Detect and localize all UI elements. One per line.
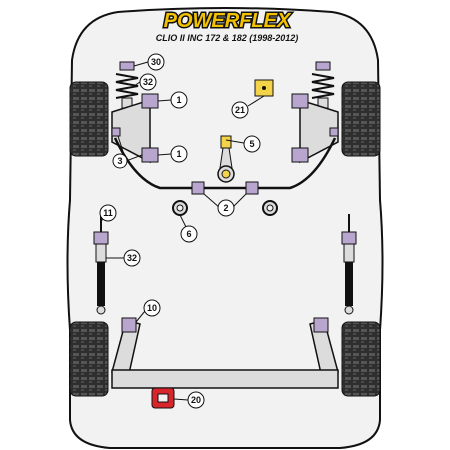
vehicle-title: CLIO II INC 172 & 182 (1998-2012)	[156, 33, 299, 43]
callout-label: 1	[176, 95, 181, 105]
callout-3: 3	[112, 153, 128, 169]
callout-label: 21	[235, 105, 245, 115]
callout-11: 11	[99, 204, 117, 222]
front-left-upper-bush	[141, 93, 159, 109]
callout-6: 6	[180, 225, 198, 243]
wheel-rear-right	[341, 321, 381, 397]
dog-bone-mount	[217, 135, 235, 183]
callout-label: 32	[127, 253, 137, 263]
powerflex-logo: POWERFLEX POWERFLEX	[162, 9, 293, 34]
callout-label: 10	[147, 303, 157, 313]
callout-32-rear: 32	[123, 249, 141, 267]
front-right-strut	[311, 61, 335, 109]
callout-2: 2	[217, 199, 235, 217]
callout-30: 30	[147, 53, 165, 71]
wheel-front-left	[69, 81, 109, 157]
front-anti-roll-bar	[113, 137, 337, 190]
callout-label: 11	[103, 208, 113, 218]
rear-beam-bush-left	[121, 317, 137, 333]
callout-10: 10	[143, 299, 161, 317]
callout-5: 5	[243, 135, 261, 153]
front-right-upper-bush	[291, 93, 309, 109]
wheel-rear-left	[69, 321, 109, 397]
wheel-front-right	[341, 81, 381, 157]
front-right-outer-bush	[329, 127, 339, 137]
callout-label: 20	[191, 395, 201, 405]
leader-lines	[100, 61, 265, 401]
engine-mount-hole	[262, 86, 266, 90]
callout-1-upper: 1	[170, 91, 188, 109]
anti-roll-bar-bush-right	[245, 181, 259, 195]
rear-right-shock	[341, 214, 357, 315]
front-left-outer-bush	[111, 127, 121, 137]
rear-beam-bush-right	[313, 317, 329, 333]
callout-label: 30	[151, 57, 161, 67]
callout-1-lower: 1	[170, 145, 188, 163]
front-right-lower-bush	[291, 147, 309, 163]
callout-32-front: 32	[139, 73, 157, 91]
callout-label: 6	[186, 229, 191, 239]
anti-roll-bar-bush-left	[191, 181, 205, 195]
callout-label: 32	[143, 77, 153, 87]
gearbox-mount-center	[157, 393, 169, 403]
callout-label: 3	[117, 156, 122, 166]
callout-21: 21	[231, 101, 249, 119]
callout-label: 1	[176, 149, 181, 159]
logo-text: POWERFLEX	[164, 10, 292, 32]
ring-right-hole	[266, 204, 274, 212]
callout-label: 5	[249, 139, 254, 149]
ring-left-hole	[176, 204, 184, 212]
callout-label: 2	[223, 203, 228, 213]
callout-20: 20	[187, 391, 205, 409]
front-left-lower-bush	[141, 147, 159, 163]
logo-outline: POWERFLEX	[164, 10, 292, 32]
rear-beam	[111, 369, 339, 389]
